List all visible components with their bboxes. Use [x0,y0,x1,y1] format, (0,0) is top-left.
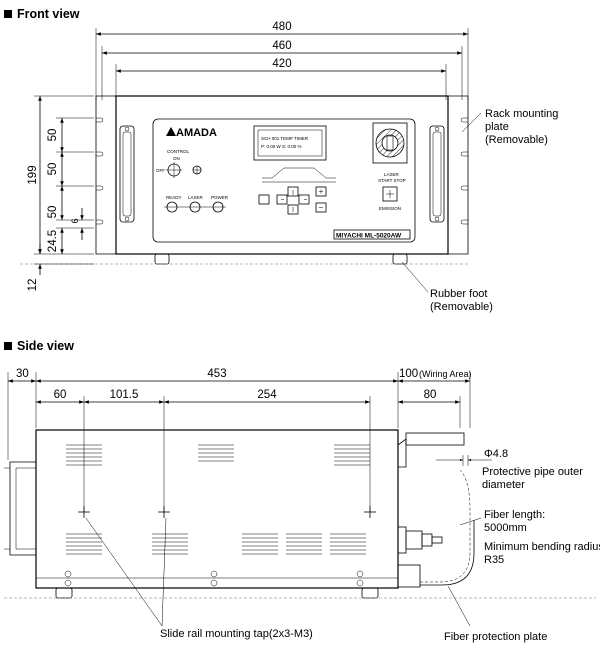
wiring-area-label: (Wiring Area) [419,369,472,379]
lcd-display [253,125,327,161]
model-text: MIYACHI ML-5020AW [336,233,402,240]
width-460-label: 460 [272,40,291,52]
side-body [35,429,399,589]
key-up[interactable] [287,186,299,197]
rack-plate-right [447,95,469,255]
key-2[interactable] [276,194,288,205]
dim-80-label: 80 [424,389,437,401]
key-switch [372,122,408,164]
front-view-bullet [4,10,12,18]
side-view-title: Side view [17,339,74,353]
pipe-label-line-2: diameter [482,479,525,491]
height-50-c-label: 50 [47,206,59,219]
fiber-clamp [397,564,421,588]
side-foot-right [361,587,379,599]
mounting-taps [78,506,376,518]
brand-text: AMADA [176,127,217,139]
rubber-foot-left [154,253,170,265]
foot-label-line-1: Rubber foot [430,288,487,300]
handle-right [429,125,445,223]
control-label: CONTROL [167,149,189,154]
on-label: ON [173,156,180,161]
side-handle [9,461,36,556]
vents [66,444,370,555]
fiber-pipe-top [405,432,465,446]
width-480-label: 480 [272,21,291,33]
height-50-a-label: 50 [47,129,59,142]
ready-label: READY [166,195,182,200]
rack-label-line-3: (Removable) [485,134,548,146]
power-label: POWER [211,195,229,200]
side-view-bullet [4,342,12,350]
height-6-label: 6 [70,218,80,223]
bending-radius-value: R35 [484,554,504,566]
dim-60-label: 60 [54,389,67,401]
rack-label-line-2: plate [485,121,509,133]
dim-100-label: 100 [399,368,418,380]
laser-label: LASER [188,195,204,200]
dim-30-label: 30 [16,368,29,380]
dim-453-label: 453 [207,368,226,380]
rack-plate-left [95,95,117,255]
fiber-connector [405,530,423,550]
dim-101-5-label: 101.5 [110,389,139,401]
off-label: OFF [156,168,165,173]
front-panel [152,118,416,243]
start-stop-button[interactable] [382,186,398,202]
amada-logo-icon [166,127,176,136]
phi-label: Φ4.8 [484,448,508,460]
front-body [115,95,449,255]
height-12-label: 12 [27,279,39,292]
pipe-label-line-1: Protective pipe outer [482,466,583,478]
emission-label: EMISSION [379,206,401,211]
height-50-b-label: 50 [47,163,59,176]
handle-left [119,125,135,223]
key-1[interactable] [258,194,270,205]
plate-label: Fiber protection plate [444,631,547,643]
tap-label: Slide rail mounting tap(2x3-M3) [160,628,313,640]
side-view: Side view 30 453 100 (Wiring Area) 60 10… [4,339,600,643]
height-199-label: 199 [27,165,39,184]
rubber-foot-right [392,253,408,265]
model-plate [333,229,411,240]
screws [64,570,364,587]
laser-2-label: LASER [384,172,400,177]
key-down[interactable] [287,204,299,215]
front-view-title: Front view [17,7,80,21]
width-420-label: 420 [272,58,291,70]
fiber-protection-plate [420,520,475,586]
key-3[interactable] [298,194,310,205]
front-view: Front view 480 460 420 [4,7,558,313]
lcd-line-2: P: 0.00 W S: 0.00 % [261,144,302,149]
foot-label-line-2: (Removable) [430,301,493,313]
height-24-5-label: 24.5 [47,230,59,252]
waveform-graphic [262,167,336,179]
lcd-line-1: SCH 001 TEMP TIMER [261,136,309,141]
fiber-length-label: Fiber length: [484,509,545,521]
key-plus[interactable] [315,186,327,197]
key-minus[interactable] [315,202,327,213]
bending-radius-label: Minimum bending radius: [484,541,600,553]
rack-label-line-1: Rack mounting [485,108,558,120]
start-stop-label: START STOP [378,178,406,183]
dim-254-label: 254 [257,389,277,401]
fiber-length-value: 5000mm [484,522,527,534]
side-foot-left [55,587,73,599]
